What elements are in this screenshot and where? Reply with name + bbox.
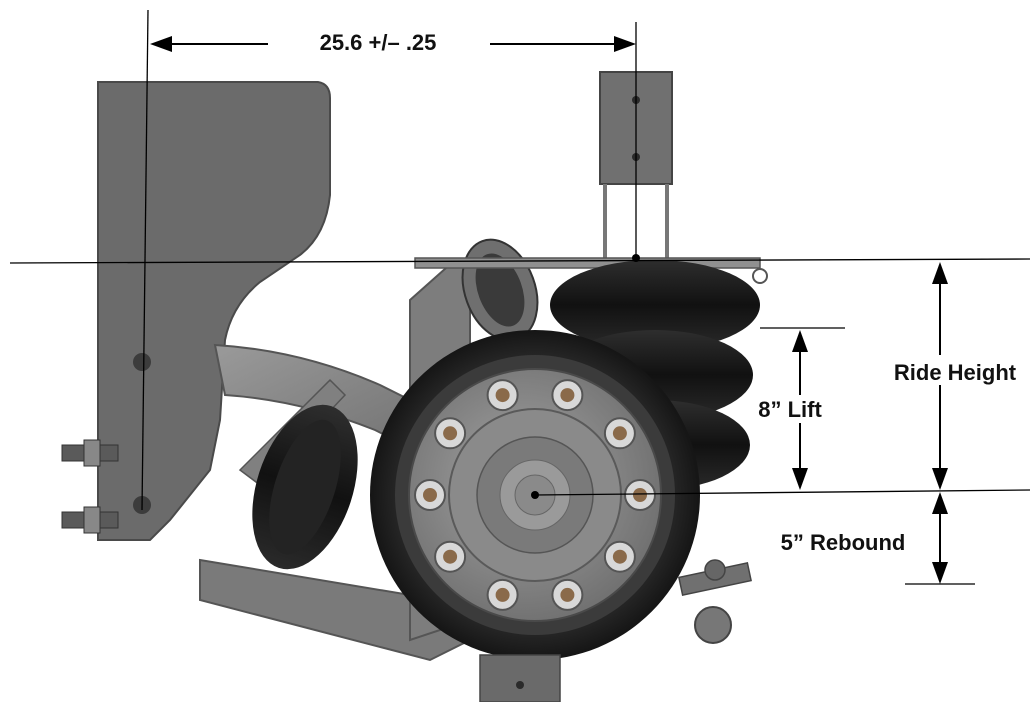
frame-hanger-bracket: [97, 81, 331, 541]
lug-nut-center: [443, 549, 458, 564]
span-dimension: 25.6 +/– .25: [150, 30, 636, 55]
left-reference-line: [141, 9, 149, 511]
lift-air-spring: [252, 404, 358, 570]
lug-nut-center: [495, 587, 510, 602]
reference-dot-axle: [531, 491, 539, 499]
lift-label: 8” Lift: [758, 397, 822, 422]
dimension-lines: [9, 9, 1030, 585]
rebound-label: 5” Rebound: [781, 530, 906, 555]
lug-nut-center: [423, 488, 437, 502]
span-label: 25.6 +/– .25: [320, 30, 437, 55]
pivot-bolt-upper: [133, 353, 151, 371]
lug-nuts: [414, 379, 656, 611]
air-spring-top-plate: [414, 257, 761, 269]
lug-nut-center: [560, 587, 575, 602]
axle-centerline: [534, 489, 1030, 496]
ride-height-dimension: Ride Height: [872, 262, 1030, 490]
ride-height-reference-line: [9, 258, 1030, 264]
lug-nut-center: [612, 549, 627, 564]
ride-height-label: Ride Height: [894, 360, 1017, 385]
plate-hook: [752, 268, 768, 284]
steering-knuckle-parts: [479, 559, 752, 702]
rebound-dimension: 5” Rebound: [781, 492, 948, 584]
lug-nut-center: [633, 488, 647, 502]
lug-nut-center: [495, 388, 510, 403]
lug-nut-center: [612, 426, 627, 441]
lift-dimension: 8” Lift: [750, 330, 830, 490]
lug-nut-center: [443, 426, 458, 441]
reference-dot-top: [632, 254, 640, 262]
lug-nut-center: [560, 388, 575, 403]
mounting-bolts: [61, 439, 119, 534]
